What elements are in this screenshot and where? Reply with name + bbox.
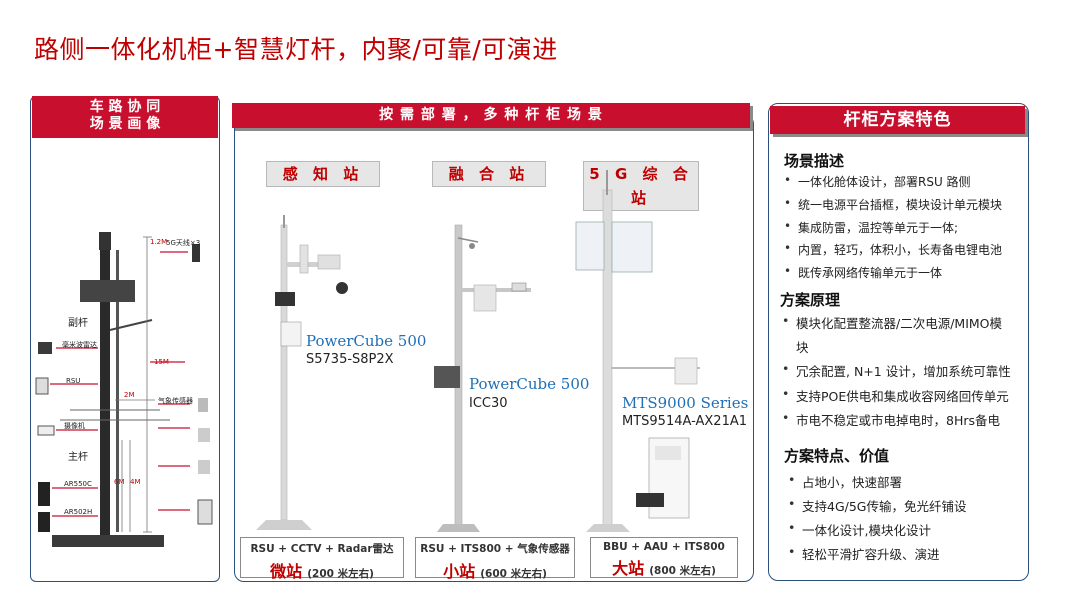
value-item-4: 轻松平滑扩容升级、演进 (802, 544, 940, 563)
section-scene-title: 场景描述 (784, 150, 844, 171)
scene-item-5: 既传承网络传输单元于一体 (798, 264, 942, 281)
scene-item-3: 集成防雷，温控等单元于一体; (798, 219, 958, 236)
value-item-2: 支持4G/5G传输，免光纤铺设 (802, 496, 967, 515)
station1-summary: RSU + CCTV + Radar雷达 微站 (200 米左右) (240, 537, 404, 578)
station1-components: RSU + CCTV + Radar雷达 (241, 541, 403, 556)
station2-product: PowerCube 500 (469, 375, 589, 393)
principle-item-2: 冗余配置, N+1 设计，增加系统可靠性 (796, 361, 1011, 380)
scene-item-1: 一体化舱体设计，部署RSU 路侧 (798, 173, 971, 190)
value-item-1: 占地小，快速部署 (802, 472, 902, 491)
5g-station-pole (576, 170, 700, 532)
station3-model: MTS9514A-AX21A1 (622, 414, 747, 429)
station1-model: S5735-S8P2X (306, 352, 394, 367)
station2-size: 小站 (443, 562, 475, 581)
station3-components: BBU + AAU + ITS800 (591, 541, 737, 553)
principle-item-1: 模块化配置整流器/二次电源/MIMO模 (796, 313, 1002, 332)
station2-summary: RSU + ITS800 + 气象传感器 小站 (600 米左右) (415, 537, 575, 578)
station3-size: 大站 (612, 559, 644, 578)
station2-range: (600 米左右) (480, 568, 547, 580)
principle-item-3: 支持POE供电和集成收容网络回传单元 (796, 386, 1009, 405)
station2-components: RSU + ITS800 + 气象传感器 (416, 541, 574, 556)
station3-summary: BBU + AAU + ITS800 大站 (800 米左右) (590, 537, 738, 578)
section-principle-title: 方案原理 (780, 289, 840, 310)
scene-item-2: 统一电源平台插框，模块设计单元模块 (798, 196, 1002, 213)
station3-product: MTS9000 Series (622, 394, 748, 412)
section-value-title: 方案特点、价值 (784, 445, 889, 466)
right-panel-header: 杆柜方案特色 (770, 106, 1025, 134)
station1-range: (200 米左右) (307, 568, 374, 580)
station2-model: ICC30 (469, 396, 508, 411)
principle-item-4: 市电不稳定或市电掉电时，8Hrs备电 (796, 410, 1000, 429)
perception-station-pole (256, 215, 348, 530)
value-item-3: 一体化设计,模块化设计 (802, 520, 931, 539)
principle-item-1-cont: 块 (796, 337, 809, 356)
station3-range: (800 米左右) (649, 565, 716, 577)
station1-size: 微站 (270, 562, 302, 581)
station1-product: PowerCube 500 (306, 332, 426, 350)
scene-item-4: 内置，轻巧，体积小，长寿备电锂电池 (798, 241, 1002, 258)
